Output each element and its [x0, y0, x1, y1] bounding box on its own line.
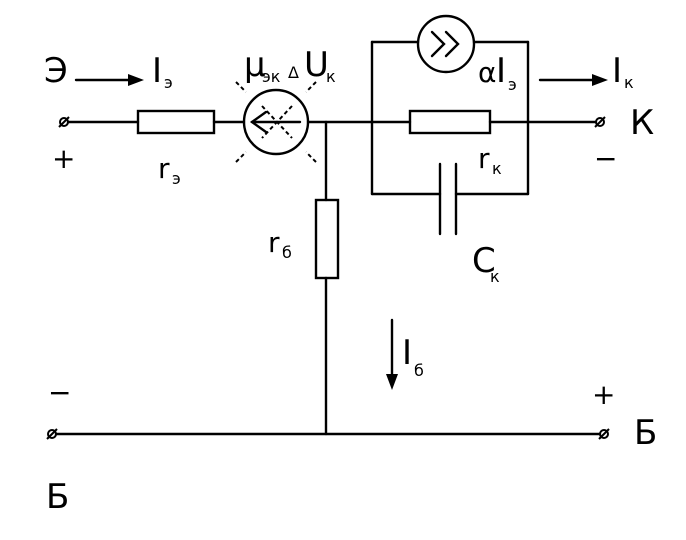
label-feedback-source: μ эк Δ U к [244, 45, 336, 86]
terminal-collector [594, 116, 606, 128]
terminal-base-right [598, 428, 610, 440]
svg-text:э: э [172, 169, 181, 188]
svg-text:U: U [304, 45, 329, 85]
label-base-current: I б [402, 333, 424, 380]
svg-text:I: I [612, 51, 622, 91]
resistor-r-base [314, 198, 340, 280]
svg-text:r: r [158, 152, 170, 185]
label-collector-current: I к [612, 51, 634, 92]
terminal-emitter [58, 116, 70, 128]
label-emitter-terminal: Э [44, 51, 68, 91]
resistor-r-collector [408, 109, 492, 135]
svg-text:б: б [414, 361, 424, 380]
polarity-collector-minus: − [594, 142, 617, 175]
label-r-emitter: r э [158, 152, 181, 188]
svg-text:к: к [490, 267, 500, 286]
svg-text:э: э [164, 73, 173, 92]
arrow-emitter-current [74, 74, 144, 86]
svg-text:r: r [478, 142, 490, 175]
svg-text:C: C [472, 241, 496, 281]
label-collector-terminal: К [630, 103, 654, 143]
svg-text:α: α [478, 56, 496, 89]
label-base-terminal-bottom: Б [46, 477, 69, 517]
arrow-base-current [386, 318, 398, 390]
label-emitter-current: I э [152, 51, 173, 92]
resistor-r-emitter [136, 109, 216, 135]
svg-text:I: I [402, 333, 412, 373]
arrow-collector-current [538, 74, 608, 86]
polarity-emitter-plus: + [52, 142, 75, 175]
capacitor-c-collector [438, 162, 458, 236]
svg-text:I: I [496, 51, 506, 91]
label-r-collector: r к [478, 142, 502, 178]
svg-text:к: к [492, 159, 502, 178]
label-r-base: r б [268, 226, 292, 262]
current-source-alpha [416, 14, 476, 74]
svg-text:Δ: Δ [288, 63, 299, 82]
svg-text:б: б [282, 243, 292, 262]
label-base-terminal-right: Б [634, 413, 657, 453]
svg-text:к: к [624, 73, 634, 92]
label-source-current: α I э [478, 51, 517, 94]
voltage-source-feedback [235, 81, 317, 163]
svg-text:э: э [508, 75, 517, 94]
polarity-base-minus: − [48, 376, 71, 409]
terminal-base-left [46, 428, 58, 440]
label-c-collector: C к [472, 241, 500, 286]
svg-text:μ: μ [244, 45, 266, 85]
polarity-base-plus: + [592, 378, 615, 411]
svg-text:эк: эк [262, 67, 281, 86]
svg-text:r: r [268, 226, 280, 259]
svg-text:I: I [152, 51, 162, 91]
svg-text:к: к [326, 67, 336, 86]
